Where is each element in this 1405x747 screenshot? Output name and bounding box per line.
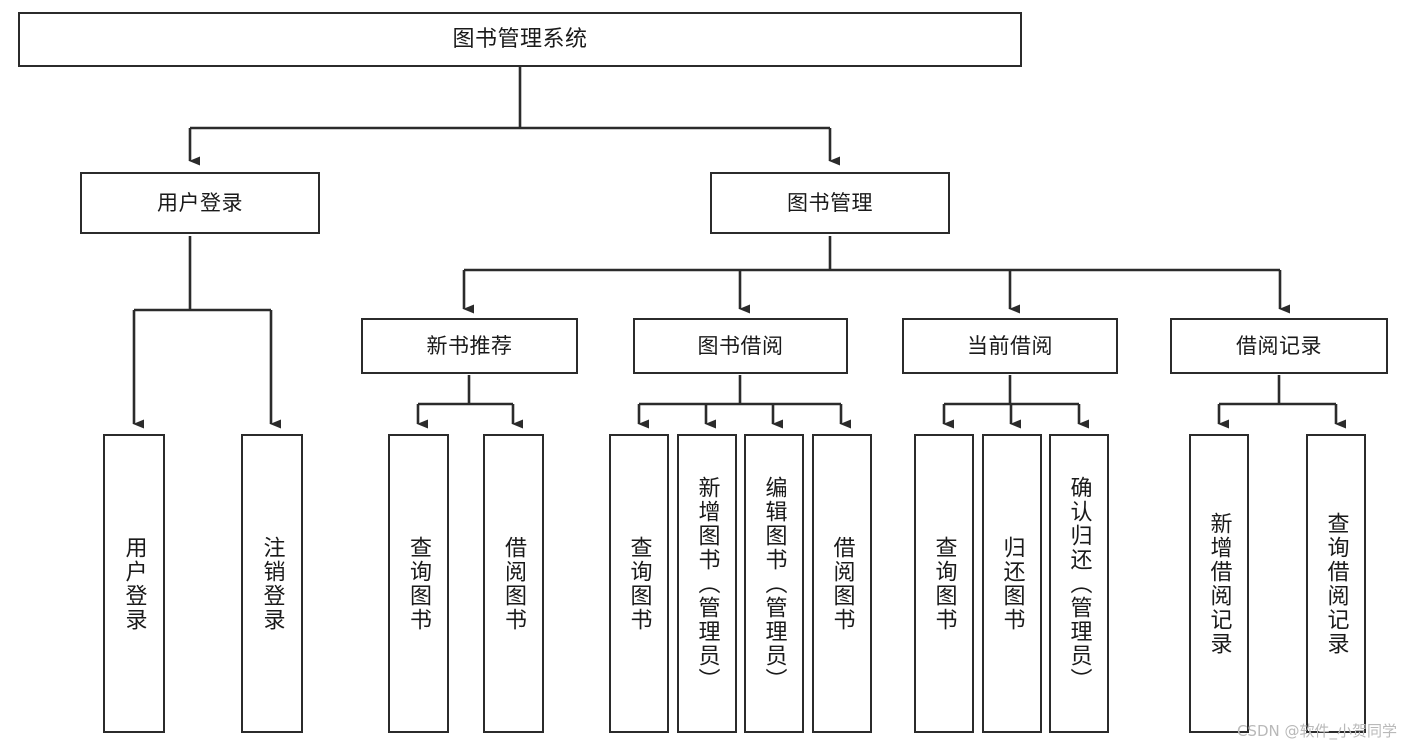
node-label: 借阅记录: [1236, 333, 1322, 358]
node-label: 图书管理: [787, 190, 873, 215]
node-label: 新书推荐: [426, 333, 513, 358]
leaf-current-return-book[interactable]: 归还图书: [982, 434, 1042, 733]
node-label: 注销登录: [259, 535, 285, 632]
leaf-borrow-query-book[interactable]: 查询图书: [609, 434, 669, 733]
leaf-borrow-add-book-admin[interactable]: 新增图书（管理员）: [677, 434, 737, 733]
node-label: 用户登录: [121, 535, 147, 632]
leaf-borrow-borrow-book[interactable]: 借阅图书: [812, 434, 872, 733]
leaf-recommend-borrow-book[interactable]: 借阅图书: [483, 434, 544, 733]
node-current-borrow[interactable]: 当前借阅: [902, 318, 1118, 374]
node-label: 查询图书: [406, 535, 432, 632]
leaf-current-query-book[interactable]: 查询图书: [914, 434, 974, 733]
node-label: 借阅图书: [501, 535, 527, 632]
node-user-login[interactable]: 用户登录: [80, 172, 320, 234]
csdn-watermark: CSDN @软件_小贺同学: [1236, 722, 1397, 740]
node-label: 查询借阅记录: [1323, 511, 1349, 656]
node-label: 编辑图书（管理员）: [761, 475, 787, 692]
leaf-record-query-record[interactable]: 查询借阅记录: [1306, 434, 1366, 733]
node-root-system[interactable]: 图书管理系统: [18, 12, 1022, 67]
node-new-book-recommend[interactable]: 新书推荐: [361, 318, 578, 374]
node-label: 归还图书: [999, 535, 1025, 632]
leaf-recommend-query-book[interactable]: 查询图书: [388, 434, 449, 733]
node-label: 查询图书: [626, 535, 652, 632]
node-book-management[interactable]: 图书管理: [710, 172, 950, 234]
leaf-current-confirm-return-admin[interactable]: 确认归还（管理员）: [1049, 434, 1109, 733]
leaf-user-login-logout[interactable]: 注销登录: [241, 434, 303, 733]
node-label: 新增借阅记录: [1206, 511, 1232, 656]
leaf-borrow-edit-book-admin[interactable]: 编辑图书（管理员）: [744, 434, 804, 733]
node-label: 用户登录: [157, 190, 243, 215]
node-borrow-record[interactable]: 借阅记录: [1170, 318, 1388, 374]
node-label: 查询图书: [931, 535, 957, 632]
node-label: 图书借阅: [697, 333, 784, 358]
node-label: 借阅图书: [829, 535, 855, 632]
node-label: 确认归还（管理员）: [1066, 475, 1092, 692]
node-label: 图书管理系统: [452, 26, 588, 52]
node-label: 当前借阅: [967, 333, 1053, 358]
leaf-user-login-login[interactable]: 用户登录: [103, 434, 165, 733]
node-label: 新增图书（管理员）: [694, 475, 720, 692]
node-book-borrow[interactable]: 图书借阅: [633, 318, 848, 374]
leaf-record-add-record[interactable]: 新增借阅记录: [1189, 434, 1249, 733]
